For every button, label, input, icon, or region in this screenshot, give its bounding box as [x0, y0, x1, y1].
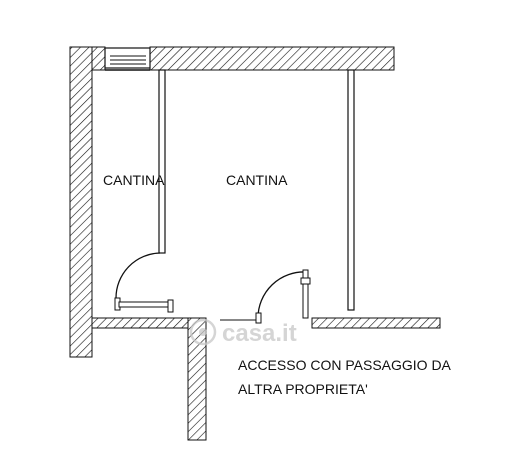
- corridor-wall: [187, 317, 207, 441]
- watermark: casa.it: [189, 318, 297, 347]
- room-label-left: CANTINA: [103, 172, 165, 188]
- right-wall: [347, 69, 355, 311]
- access-note-line-1: ACCESSO CON PASSAGGIO DA: [238, 357, 452, 373]
- left-wall: [69, 46, 93, 358]
- watermark-text: casa.it: [222, 320, 297, 347]
- door-right: [255, 269, 311, 324]
- door-left: [114, 252, 174, 313]
- partition-wall: [158, 69, 166, 254]
- room-label-right: CANTINA: [226, 172, 288, 188]
- bottom-wall: [91, 317, 441, 329]
- access-note-line-2: ALTRA PROPRIETA': [238, 381, 368, 397]
- window: [104, 47, 151, 69]
